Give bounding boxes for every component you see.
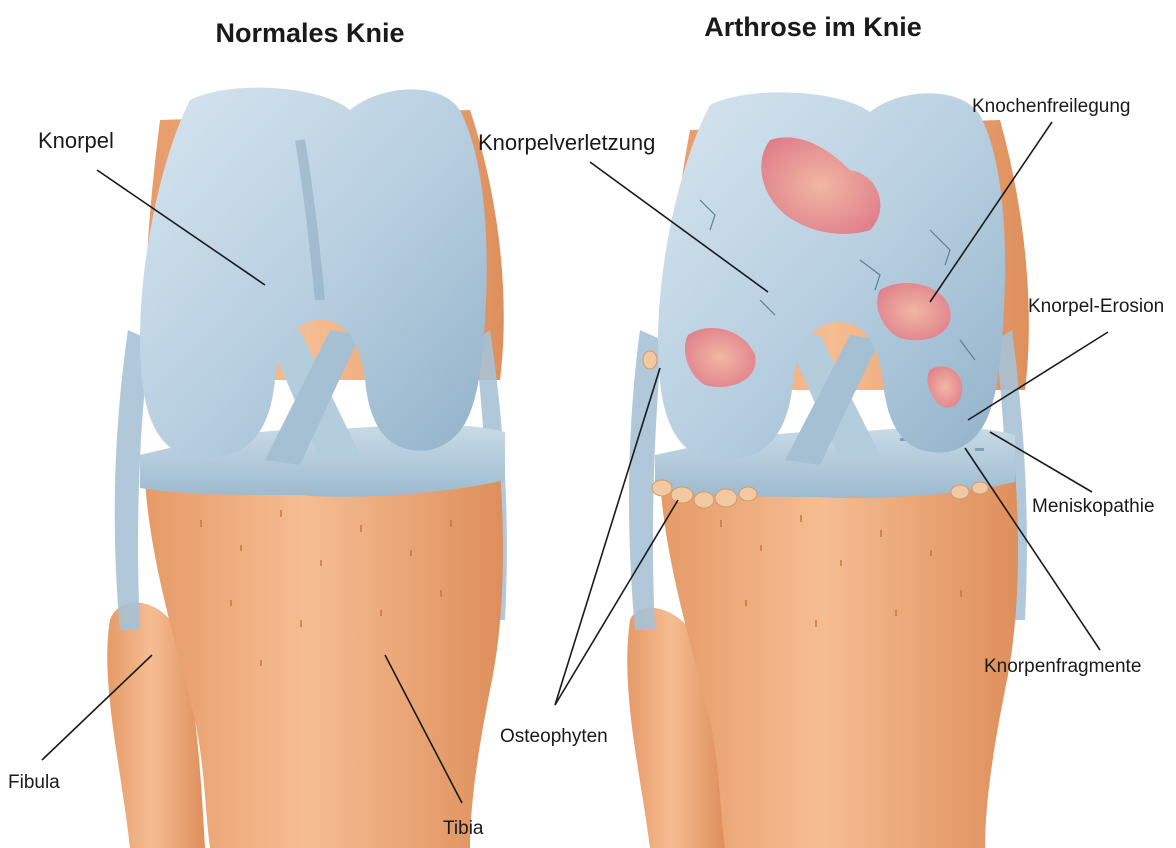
label-knorpel-erosion: Knorpel-Erosion	[1028, 296, 1164, 317]
label-osteophyten: Osteophyten	[500, 726, 608, 747]
label-knorpel: Knorpel	[38, 128, 114, 153]
label-tibia: Tibia	[443, 818, 484, 839]
label-knorpenfragmente: Knorpenfragmente	[984, 656, 1141, 677]
arthrosis-knee-title: Arthrose im Knie	[704, 12, 922, 42]
label-knochenfreilegung: Knochenfreilegung	[972, 96, 1130, 117]
label-fibula: Fibula	[8, 772, 60, 793]
label-meniskopathie: Meniskopathie	[1032, 496, 1155, 517]
normal-knee-title: Normales Knie	[215, 18, 404, 48]
normal-knee-illustration	[107, 88, 507, 848]
label-knorpelverletzung: Knorpelverletzung	[478, 130, 655, 155]
arthrosis-knee-illustration	[627, 92, 1029, 848]
